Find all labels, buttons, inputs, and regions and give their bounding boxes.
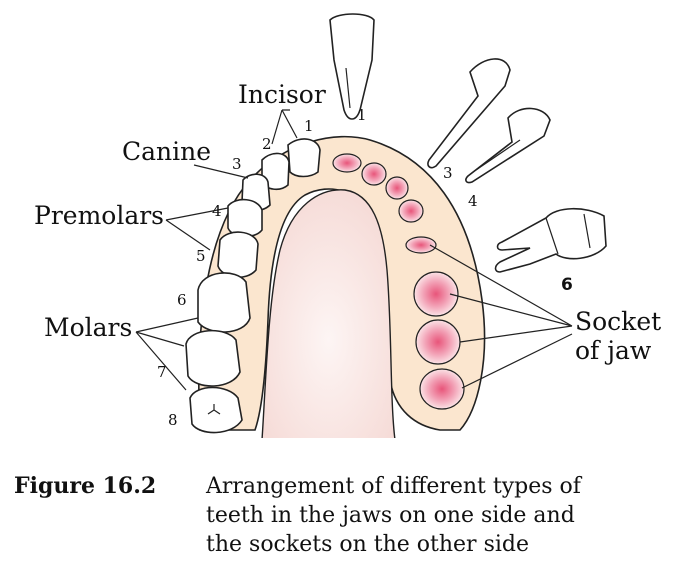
socket-3: [385, 176, 409, 200]
num-jaw-molar-8: 8: [168, 411, 178, 429]
socket-4: [398, 199, 424, 223]
num-jaw-canine: 3: [232, 155, 242, 173]
label-canine: Canine: [122, 137, 211, 166]
num-jaw-incisor-1: 1: [304, 117, 314, 135]
caption-line2: teeth in the jaws on one side and: [206, 503, 575, 528]
num-jaw-premolar-4: 4: [212, 202, 222, 220]
socket-6: [413, 271, 459, 317]
loose-premolar: [465, 107, 551, 184]
label-molars: Molars: [44, 313, 132, 342]
label-incisor: Incisor: [238, 80, 326, 109]
num-jaw-molar-7: 7: [157, 363, 167, 381]
jaw-premolar-4: [227, 198, 263, 238]
jaw-incisor-1: [287, 138, 321, 178]
num-loose-4: 4: [468, 192, 478, 210]
jaw-molar-8: [189, 386, 243, 434]
caption-line1: Arrangement of different types of: [205, 474, 583, 499]
jaw-teeth: [185, 138, 321, 434]
loose-molar: [494, 207, 607, 273]
socket-2: [361, 162, 387, 186]
num-loose-3: 3: [443, 164, 453, 182]
num-loose-6: 6: [561, 275, 573, 295]
leader-lines: [135, 109, 573, 391]
molar-8-cusp-mark: [207, 404, 221, 415]
palate: [261, 189, 396, 441]
label-premolars: Premolars: [34, 201, 164, 230]
jaw-molar-7: [185, 329, 241, 387]
num-jaw-molar-6: 6: [177, 291, 187, 309]
caption-line3: the sockets on the other side: [206, 532, 529, 557]
socket-7: [415, 319, 461, 365]
label-socket-line2: of jaw: [575, 336, 652, 365]
socket-1: [332, 153, 362, 173]
socket-8: [419, 368, 465, 410]
loose-canine: [427, 58, 511, 169]
num-jaw-premolar-5: 5: [196, 247, 206, 265]
caption-figure-label: Figure 16.2: [14, 473, 156, 499]
jaw-molar-6: [197, 272, 251, 333]
label-socket-line1: Socket: [575, 307, 661, 336]
loose-incisor: [329, 13, 375, 120]
num-jaw-incisor-2: 2: [262, 135, 272, 153]
socket-5: [405, 236, 437, 254]
num-loose-1: 1: [357, 106, 367, 124]
jaw-premolar-5: [217, 231, 259, 278]
sockets: [332, 153, 465, 410]
